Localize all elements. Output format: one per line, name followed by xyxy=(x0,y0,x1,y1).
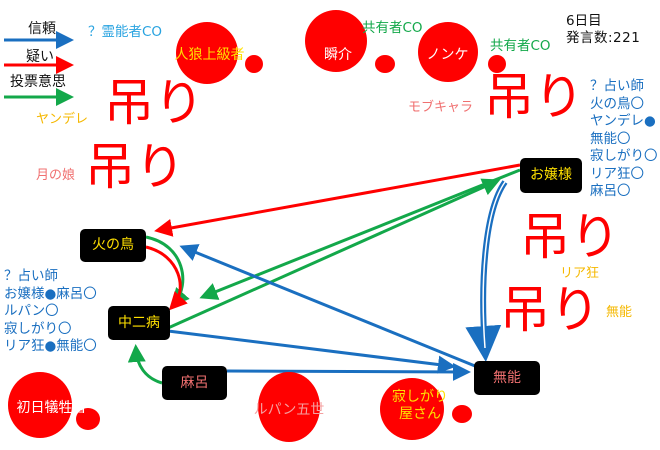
seer-result: 火の鳥〇 xyxy=(590,95,644,112)
legend-vote-label: 投票意思 xyxy=(10,74,66,90)
player-name: 初日犠牲者 xyxy=(16,399,87,416)
legend-trust-label: 信頼 xyxy=(28,21,56,37)
trust-arrow-maro-to-muno xyxy=(226,362,471,381)
seer-results-left: ？占い師 お嬢様●麻呂〇 ルパン〇 寂しがり〇 リア狂●無能〇 xyxy=(4,268,97,356)
player-name: ノンケ xyxy=(426,46,469,63)
seer-result: 無能〇 xyxy=(590,130,631,147)
blood-splatter xyxy=(305,10,367,72)
player-chuunibyou[interactable]: 中二病 xyxy=(108,306,170,340)
player-ojousama[interactable]: お嬢様 xyxy=(520,158,582,193)
player-muno[interactable]: 無能 xyxy=(474,361,540,395)
hanged-riakyo: リア狂 xyxy=(560,266,600,281)
post-count: 発言数:221 xyxy=(566,30,641,46)
seer-result: 麻呂〇 xyxy=(590,183,631,199)
doubt-arrow-ojousama-to-hinotori xyxy=(154,163,521,237)
player-name: 無能 xyxy=(493,369,521,386)
blood-splatter xyxy=(488,55,506,73)
player-name-line2: 屋さん xyxy=(399,406,441,422)
shared-co-label: 共有者CO xyxy=(490,38,551,54)
medium-co-label: ？霊能者CO xyxy=(88,24,163,40)
blood-splatter xyxy=(176,22,238,84)
seer-result: 寂しがり〇 xyxy=(590,148,658,164)
seer-result: リア狂●無能〇 xyxy=(4,338,97,354)
blood-splatter xyxy=(8,372,72,438)
seer-result: ？占い師 xyxy=(590,78,644,94)
vote-arrow-chuunibyou-to-ojousama xyxy=(167,178,501,330)
seer-result: ？占い師 xyxy=(4,268,58,284)
trust-arrow-muno-to-hinotori xyxy=(179,244,476,368)
player-name: 火の鳥 xyxy=(92,237,134,253)
hang-mark: 吊り xyxy=(500,281,600,339)
doubt-arrow-hinotori-to-chuunibyou xyxy=(145,245,188,311)
blood-splatter xyxy=(245,55,263,73)
player-name: お嬢様 xyxy=(530,167,572,183)
blood-splatter xyxy=(76,408,100,430)
seer-result: お嬢様●麻呂〇 xyxy=(4,285,97,302)
blood-splatter xyxy=(380,378,444,440)
seer-result: ヤンデレ● xyxy=(590,113,656,129)
player-name: 人狼上級者 xyxy=(174,46,245,63)
hang-mark: 吊り xyxy=(520,208,620,266)
player-name: 瞬介 xyxy=(324,46,352,63)
day-counter: 6日目 xyxy=(566,13,602,29)
hang-mark: 吊り xyxy=(104,74,204,132)
legend-doubt-label: 疑い xyxy=(26,49,54,65)
player-lupin[interactable]: ルパン五世 xyxy=(247,393,331,427)
shared-co-label: 共有者CO xyxy=(362,20,423,36)
hang-mark: 吊り xyxy=(484,68,584,126)
hanged-yandere: ヤンデレ xyxy=(36,112,89,127)
player-name: 中二病 xyxy=(118,314,160,331)
blood-splatter xyxy=(375,55,395,73)
player-name: 麻呂 xyxy=(180,374,209,391)
player-hinotori[interactable]: 火の鳥 xyxy=(80,229,146,262)
blood-splatter xyxy=(258,372,320,442)
player-nonke[interactable]: ノンケ xyxy=(420,38,475,72)
seer-results-right: ？占い師 火の鳥〇 ヤンデレ● 無能〇 寂しがり〇 リア狂〇 麻呂〇 xyxy=(590,78,658,201)
vote-arrow-maro-to-chuunibyou xyxy=(127,344,163,385)
hanged-moon-girl: 月の娘 xyxy=(36,168,76,183)
seer-result: 寂しがり〇 xyxy=(4,320,72,337)
player-maro[interactable]: 麻呂 xyxy=(162,366,227,400)
player-name: ルパン五世 xyxy=(253,401,325,418)
hanged-mobchara: モブキャラ xyxy=(408,100,474,115)
seer-result: リア狂〇 xyxy=(590,165,644,182)
player-shunsuke[interactable]: 瞬介 xyxy=(318,38,358,72)
blood-splatter xyxy=(452,405,472,423)
player-lonely[interactable]: 寂しがり屋さん xyxy=(380,383,460,429)
seer-result: ルパン〇 xyxy=(4,303,59,319)
player-name-line1: 寂しがり xyxy=(392,389,448,405)
trust-arrow-chuunibyou-to-muno xyxy=(167,329,456,374)
hanged-muno: 無能 xyxy=(606,305,633,320)
player-werewolf-expert[interactable]: 人狼上級者 xyxy=(162,38,257,72)
player-first-victim[interactable]: 初日犠牲者 xyxy=(4,391,99,425)
trust-arrow-inner-line xyxy=(482,181,506,349)
hang-mark: 吊り xyxy=(85,138,185,196)
blood-splatter xyxy=(418,22,478,82)
vote-arrow-ojousama-to-chuunibyou xyxy=(199,168,521,300)
